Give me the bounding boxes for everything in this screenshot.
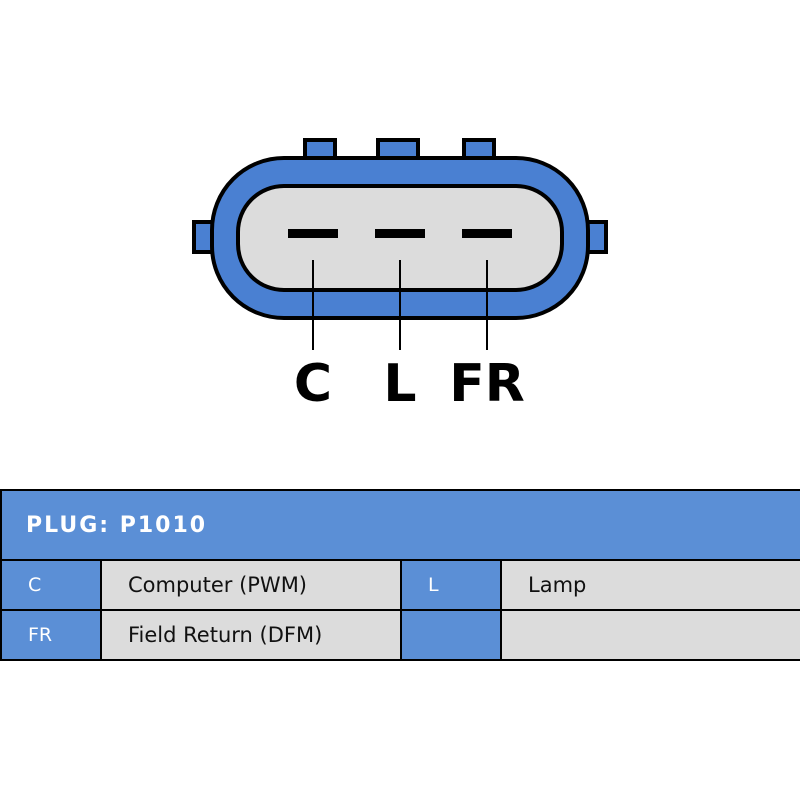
pin-code-cell <box>400 609 502 661</box>
pin-label-fr: FR <box>449 354 525 414</box>
pin-code-cell: L <box>400 559 502 611</box>
pin-label-l: L <box>383 354 416 414</box>
pin-description-cell <box>499 609 800 661</box>
table-row: FR Field Return (DFM) <box>0 609 800 661</box>
table-header-row: PLUG: P1010 <box>0 489 800 561</box>
pin-slot-l <box>375 229 425 238</box>
pin-label-c: C <box>294 354 332 414</box>
table-row: C Computer (PWM) L Lamp <box>0 559 800 611</box>
pin-slot-fr <box>462 229 512 238</box>
pin-description-cell: Field Return (DFM) <box>100 609 402 661</box>
pin-description-cell: Computer (PWM) <box>100 559 402 611</box>
plug-title: PLUG: P1010 <box>0 489 800 561</box>
connector-diagram: C L FR <box>192 138 608 414</box>
pin-code-cell: FR <box>0 609 102 661</box>
pin-description-cell: Lamp <box>499 559 800 611</box>
pinout-table: PLUG: P1010 C Computer (PWM) L Lamp FR F… <box>0 489 800 661</box>
pin-slot-c <box>288 229 338 238</box>
pin-code-cell: C <box>0 559 102 611</box>
